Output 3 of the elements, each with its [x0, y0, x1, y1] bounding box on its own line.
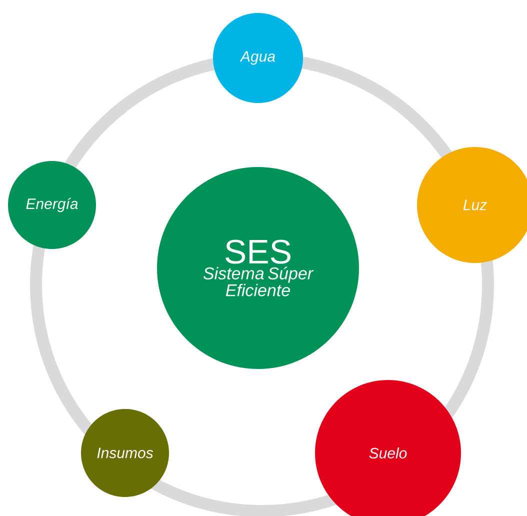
circle-node: Agua: [213, 13, 303, 103]
circle-node: Energía: [8, 161, 96, 249]
circle-node: Insumos: [81, 409, 169, 497]
